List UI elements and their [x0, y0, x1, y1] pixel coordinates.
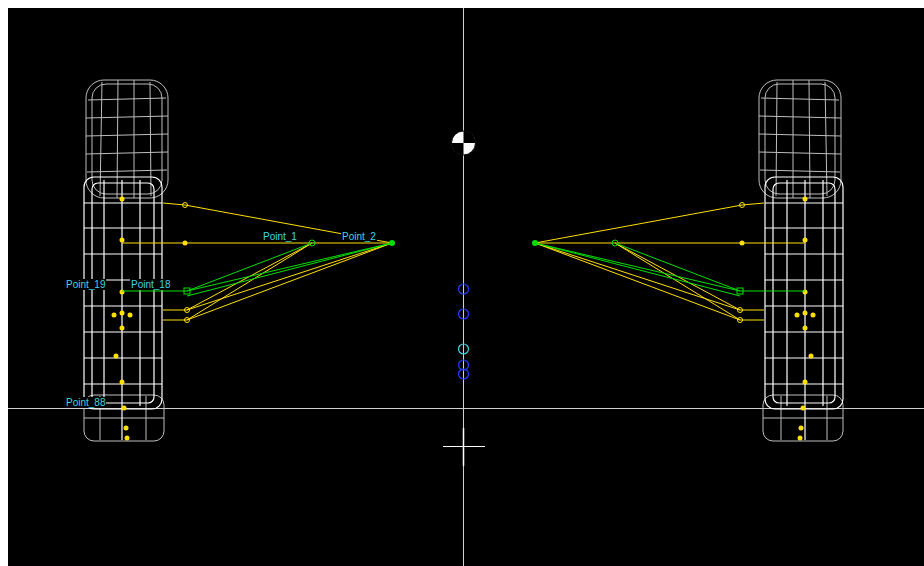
point-label: Point_88: [65, 397, 106, 408]
point-label: Point_2: [341, 231, 377, 242]
point-label: Point_1: [262, 231, 298, 242]
point-label: Point_19: [65, 279, 106, 290]
point-label: Point_18: [130, 279, 171, 290]
